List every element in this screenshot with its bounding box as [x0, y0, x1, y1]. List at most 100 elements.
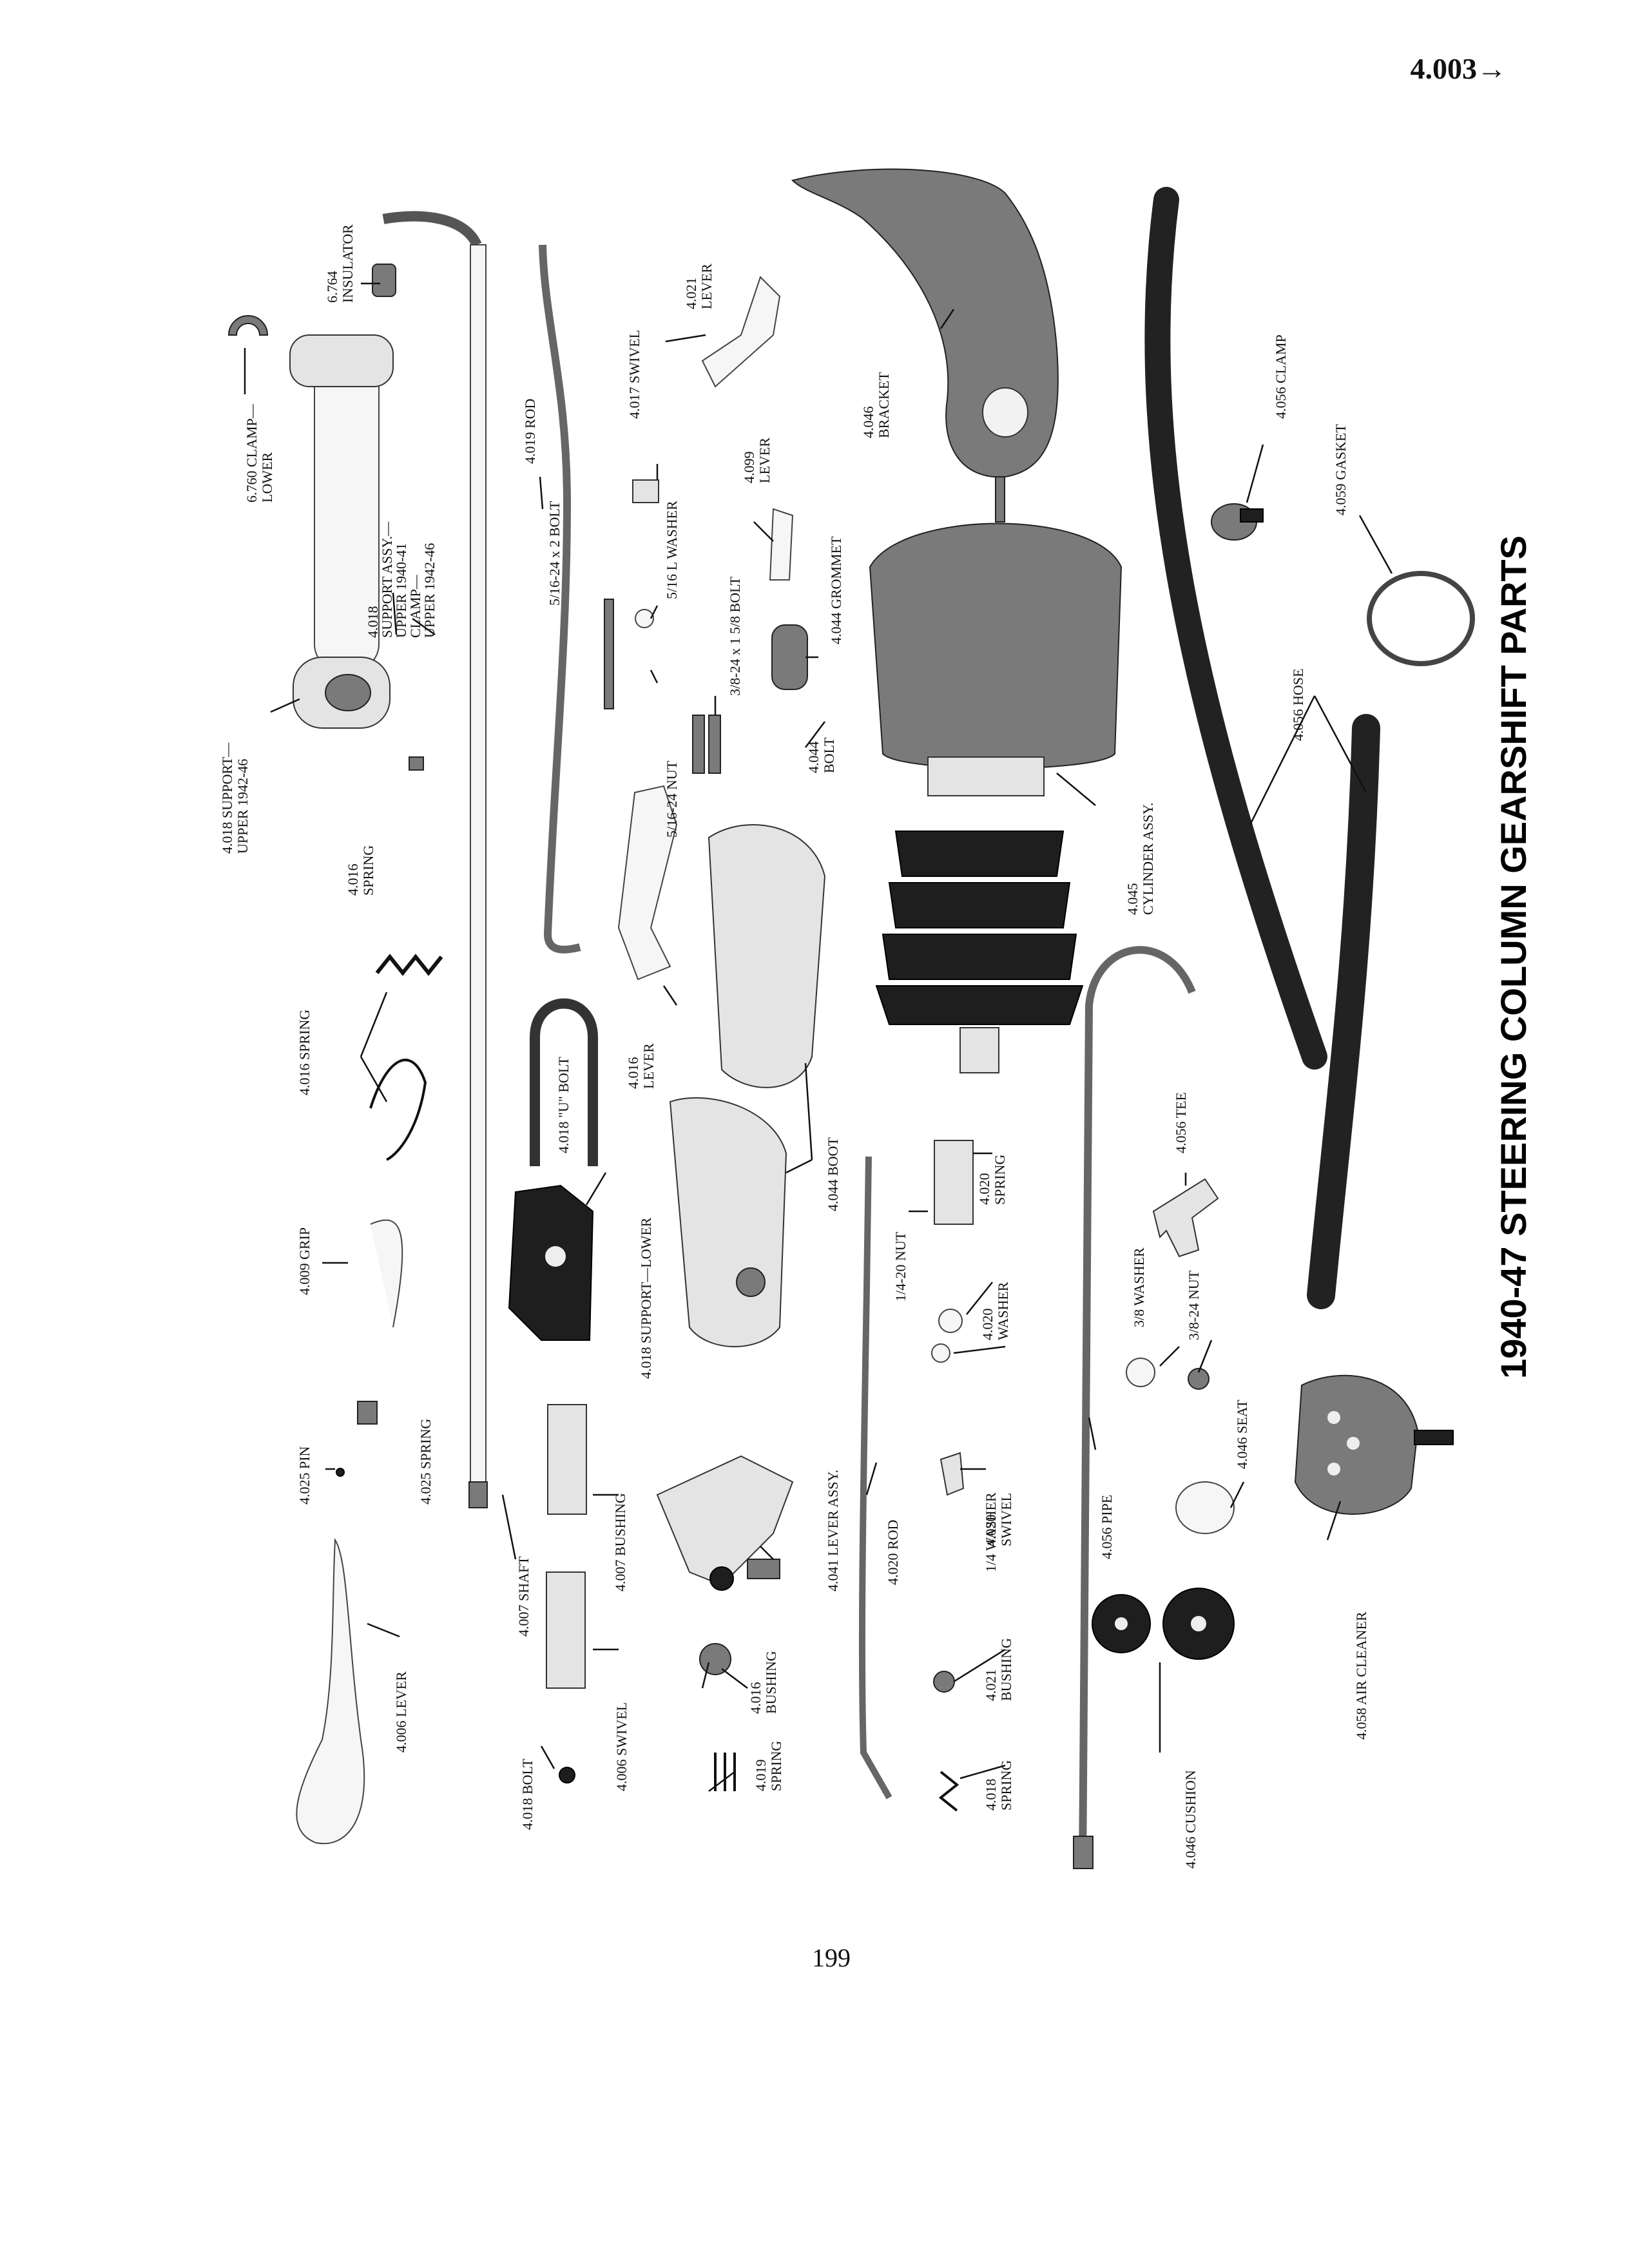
- label-support-assy-2: SUPPORT ASSY.—: [379, 521, 395, 638]
- clamp-4056: [1211, 503, 1264, 541]
- bolt-4044: [708, 715, 721, 774]
- boot: [669, 824, 826, 1347]
- swivel-4017: [632, 479, 659, 503]
- pipe-fitting: [1073, 1836, 1094, 1869]
- label-spring-4018-1: 4.018: [983, 1779, 999, 1811]
- label-support-assy-3: UPPER 1940-41: [393, 543, 409, 638]
- label-clamp-lower-1: 6.760 CLAMP—: [244, 403, 260, 503]
- part-labels: 6.760 CLAMP— LOWER 6.764 INSULATOR 4.018…: [219, 224, 1534, 1869]
- label-support-assy-5: UPPER 1942-46: [421, 543, 438, 638]
- label-swivel-4020-2: SWIVEL: [998, 1493, 1014, 1546]
- leader-lines: [244, 282, 1393, 1792]
- spring-4020: [934, 1140, 974, 1225]
- bolt-516: [604, 599, 614, 709]
- label-shaft: 4.007 SHAFT: [516, 1556, 532, 1637]
- label-insulator-1: 6.764: [324, 271, 340, 303]
- spring-coil: [375, 954, 443, 976]
- lever-assembly: [656, 1455, 794, 1591]
- swivel-4006: [546, 1571, 586, 1689]
- bolt-4018: [559, 1767, 575, 1783]
- lever-4016: [617, 785, 678, 981]
- hose-short: [1307, 714, 1380, 1309]
- label-spring-4019-1: 4.019: [753, 1760, 769, 1792]
- bushing-4016: [699, 1643, 731, 1675]
- label-bushing-4021-1: 4.021: [983, 1669, 999, 1702]
- spring-4018: [938, 1771, 959, 1812]
- label-support-lower: 4.018 SUPPORT—LOWER: [638, 1217, 654, 1379]
- label-nut-14: 1/4-20 NUT: [892, 1231, 909, 1302]
- spring-small: [409, 756, 424, 771]
- label-bushing-4007: 4.007 BUSHING: [612, 1493, 628, 1591]
- label-seat: 4.046 SEAT: [1234, 1399, 1250, 1469]
- tee: [1152, 1178, 1219, 1258]
- nut-38: [1188, 1368, 1210, 1390]
- label-spring-4016-top-2: SPRING: [360, 845, 376, 896]
- label-support-upper-1: 4.018 SUPPORT—: [219, 742, 235, 854]
- label-spring-4018-2: SPRING: [998, 1760, 1014, 1811]
- label-bolt-4044-1: 4.044: [805, 742, 822, 774]
- label-clamp-lower-2: LOWER: [259, 452, 275, 503]
- bushing-4007: [547, 1404, 587, 1515]
- lever-4021: [701, 276, 781, 388]
- cushions: [1092, 1588, 1235, 1660]
- label-hose: 4.056 HOSE: [1290, 669, 1306, 741]
- label-air-cleaner: 4.058 AIR CLEANER: [1353, 1611, 1369, 1740]
- grip: [370, 1219, 403, 1328]
- label-lever-4021-1: 4.021: [683, 278, 699, 310]
- rod-4020: [858, 1156, 892, 1800]
- label-lever-4016-2: LEVER: [641, 1043, 657, 1089]
- label-nut-516: 5/16-24 NUT: [664, 760, 680, 838]
- label-spring-4016-top-1: 4.016: [345, 864, 361, 896]
- label-nut-38: 3/8-24 NUT: [1186, 1270, 1202, 1340]
- label-bracket-1: 4.046: [860, 407, 876, 439]
- label-pin: 4.025 PIN: [296, 1446, 313, 1504]
- label-support-assy-1: 4.018: [365, 606, 381, 639]
- label-washer-4020-1: 4.020: [979, 1309, 996, 1341]
- spring-4025: [357, 1401, 378, 1425]
- label-lever-assy: 4.041 LEVER ASSY.: [825, 1470, 841, 1591]
- label-lever-4099-2: LEVER: [757, 437, 773, 483]
- page-title: 1940-47 STEERING COLUMN GEARSHIFT PARTS: [1493, 535, 1534, 1379]
- label-rod-4020: 4.020 ROD: [885, 1520, 901, 1585]
- spring-4019: [714, 1753, 736, 1791]
- label-u-bolt: 4.018 "U" BOLT: [555, 1057, 572, 1153]
- page-number-bottom: 199: [812, 1943, 851, 1972]
- gasket: [1367, 571, 1475, 666]
- cylinder-assembly: [869, 476, 1123, 1073]
- label-pipe: 4.056 PIPE: [1099, 1495, 1115, 1559]
- label-spring-4025: 4.025 SPRING: [418, 1419, 434, 1504]
- air-cleaner: [1294, 1374, 1454, 1515]
- seat: [1175, 1481, 1235, 1534]
- label-grommet: 4.044 GROMMET: [828, 536, 844, 644]
- label-bolt-4044-2: BOLT: [821, 737, 837, 773]
- washer-516: [635, 609, 654, 628]
- label-washer-14: 1/4 WASHER: [983, 1492, 999, 1572]
- label-cushion: 4.046 CUSHION: [1182, 1770, 1199, 1869]
- label-washer-38: 3/8 WASHER: [1131, 1247, 1147, 1327]
- label-lever-4099-1: 4.099: [741, 452, 757, 484]
- washer-38: [1126, 1358, 1155, 1387]
- label-washer-4020-2: WASHER: [995, 1282, 1011, 1340]
- label-gasket: 4.059 GASKET: [1333, 424, 1349, 515]
- label-clamp-4056: 4.056 CLAMP: [1273, 334, 1289, 419]
- bolt-38: [692, 715, 705, 774]
- label-spring-4019-2: SPRING: [768, 1741, 784, 1791]
- steering-shaft: [382, 211, 488, 1508]
- label-swivel-4020-1: 4.020: [983, 1515, 999, 1547]
- insulator: [372, 264, 396, 297]
- label-bolt-4018: 4.018 BOLT: [519, 1758, 535, 1830]
- label-boot: 4.044 BOOT: [825, 1137, 841, 1211]
- label-bushing-4021-2: BUSHING: [998, 1638, 1014, 1701]
- label-rod-4019: 4.019 ROD: [522, 399, 538, 464]
- bushing-4021: [933, 1671, 955, 1693]
- rod-4019: [539, 244, 581, 954]
- label-bushing-4016-1: 4.016: [747, 1682, 764, 1715]
- label-bolt-38: 3/8-24 x 1 5/8 BOLT: [727, 576, 743, 696]
- label-grip: 4.009 GRIP: [296, 1227, 313, 1295]
- label-washer-516: 5/16 L WASHER: [664, 501, 680, 599]
- label-lever-4021-2: LEVER: [699, 264, 715, 309]
- grommet: [771, 624, 808, 690]
- pipe-4056: [1079, 946, 1196, 1869]
- lower-clamp: [227, 315, 269, 336]
